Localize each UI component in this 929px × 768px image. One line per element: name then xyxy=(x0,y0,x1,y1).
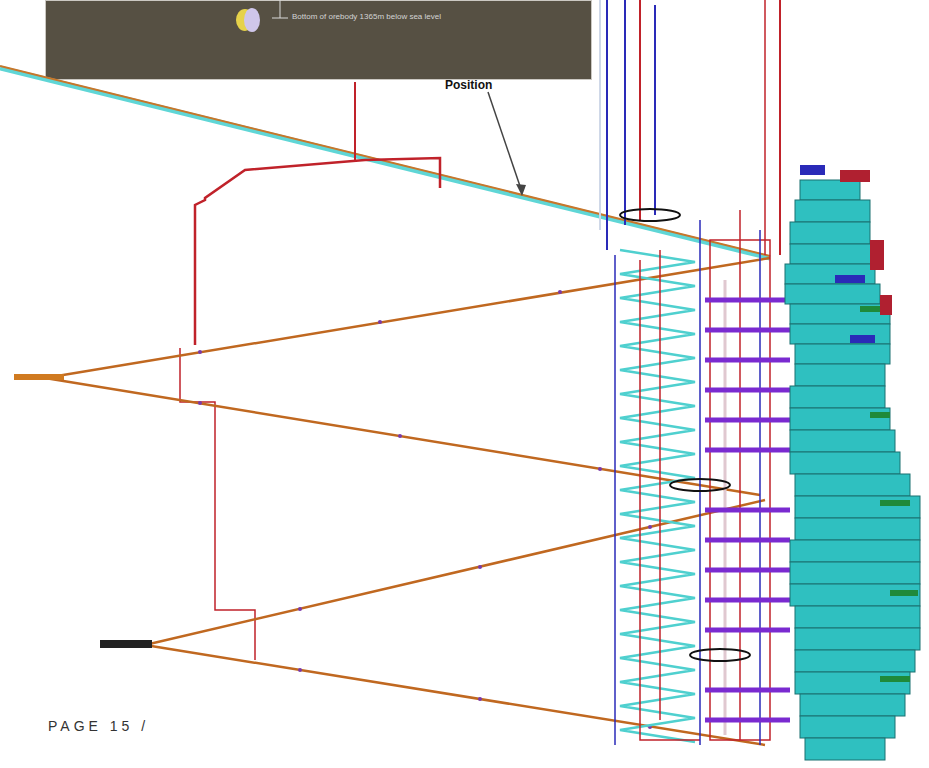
page-number: PAGE 15 / xyxy=(48,718,149,734)
position-label: Position xyxy=(445,78,492,92)
depth-note: Bottom of orebody 1365m below sea level xyxy=(292,12,441,21)
